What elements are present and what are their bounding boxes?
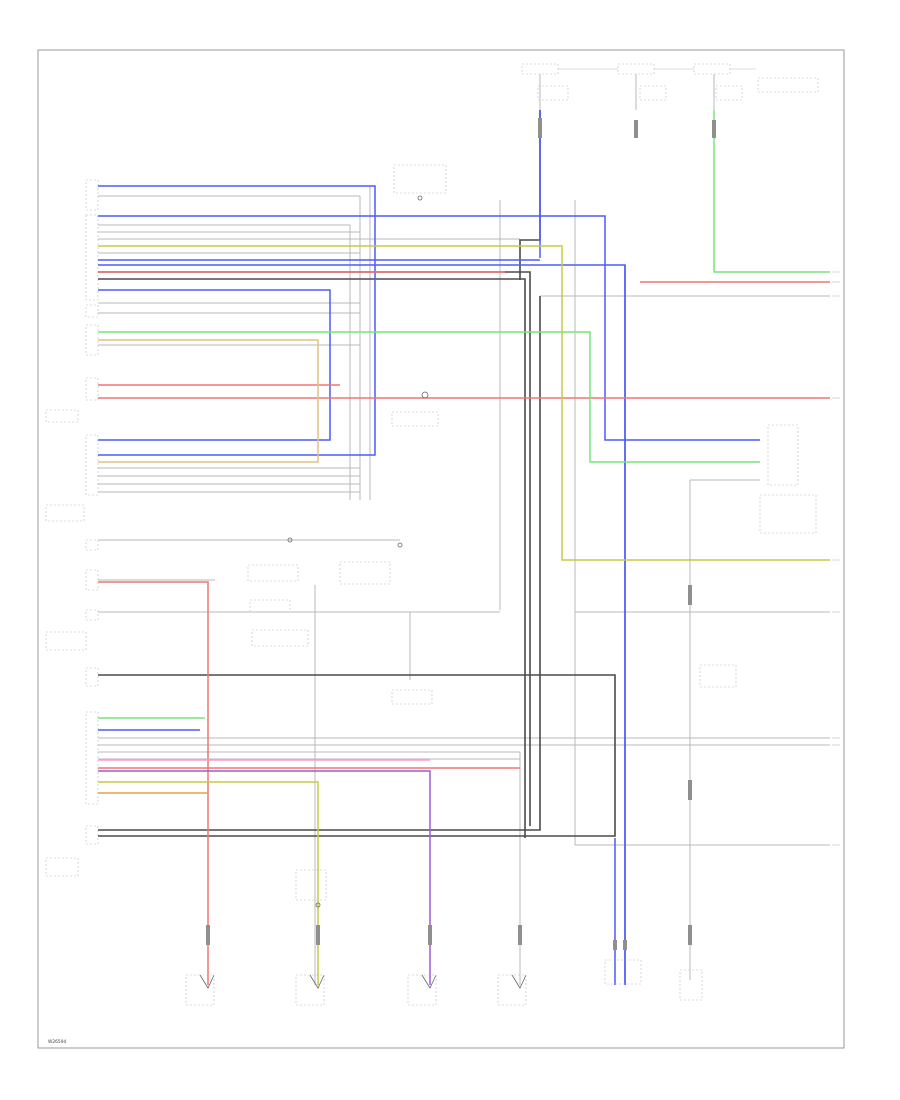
diagram-frame xyxy=(37,49,845,1049)
red-wires xyxy=(98,271,830,985)
dark-wires xyxy=(98,110,616,838)
ecu-connector-upper xyxy=(85,179,99,845)
wire-connectors xyxy=(206,118,716,950)
power-feed-area xyxy=(521,63,819,110)
blue-wires xyxy=(98,110,760,985)
component-symbols xyxy=(185,164,840,1006)
violet-wires xyxy=(98,770,431,985)
footer-code: W26594 xyxy=(48,1039,67,1045)
left-pin-labels xyxy=(45,409,87,877)
green-wires xyxy=(98,110,830,719)
yellow-wires xyxy=(98,245,830,985)
